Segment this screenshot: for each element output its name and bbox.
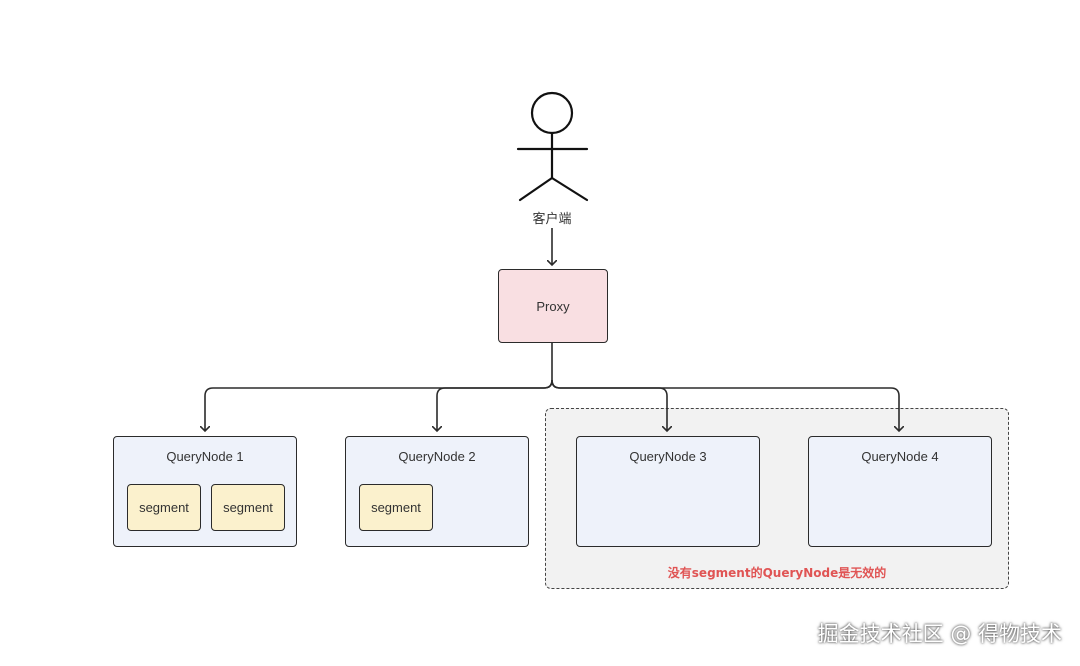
query-node-title: QueryNode 1: [166, 449, 244, 464]
segment-label: segment: [371, 500, 421, 515]
client-actor-icon: [516, 91, 589, 202]
query-node-title: QueryNode 4: [861, 449, 939, 464]
segment-box: segment: [211, 484, 285, 531]
segment-box: segment: [359, 484, 433, 531]
segment-box: segment: [127, 484, 201, 531]
watermark-text: 掘金技术社区 @ 得物技术: [817, 622, 1062, 646]
query-node-2: QueryNode 2 segment: [345, 436, 529, 547]
client-label: 客户端: [532, 211, 572, 226]
query-node-title: QueryNode 2: [398, 449, 476, 464]
query-node-1: QueryNode 1 segment segment: [113, 436, 297, 547]
segment-label: segment: [139, 500, 189, 515]
segment-label: segment: [223, 500, 273, 515]
query-node-title: QueryNode 3: [629, 449, 707, 464]
invalid-nodes-note: 没有segment的QueryNode是无效的: [667, 566, 887, 580]
query-node-3: QueryNode 3: [576, 436, 760, 547]
query-node-4: QueryNode 4: [808, 436, 992, 547]
proxy-box: Proxy: [498, 269, 608, 343]
proxy-label: Proxy: [536, 298, 570, 314]
proxy-to-nodes-connectors: [205, 343, 899, 431]
